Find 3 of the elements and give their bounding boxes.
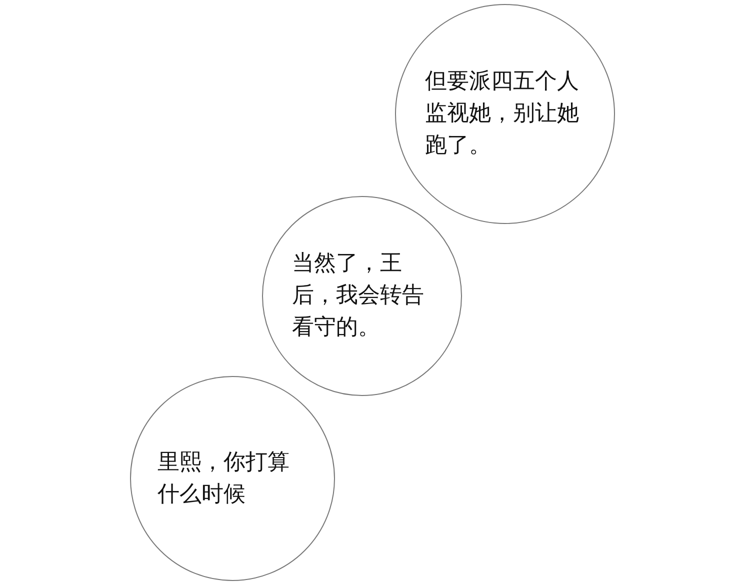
- dialogue-text: 里熙，你打算什么时候: [158, 448, 290, 508]
- dialogue-text: 当然了，王后，我会转告看守的。: [292, 250, 425, 342]
- dialogue-text: 但要派四五个人监视她，别让她跑了。: [425, 68, 580, 160]
